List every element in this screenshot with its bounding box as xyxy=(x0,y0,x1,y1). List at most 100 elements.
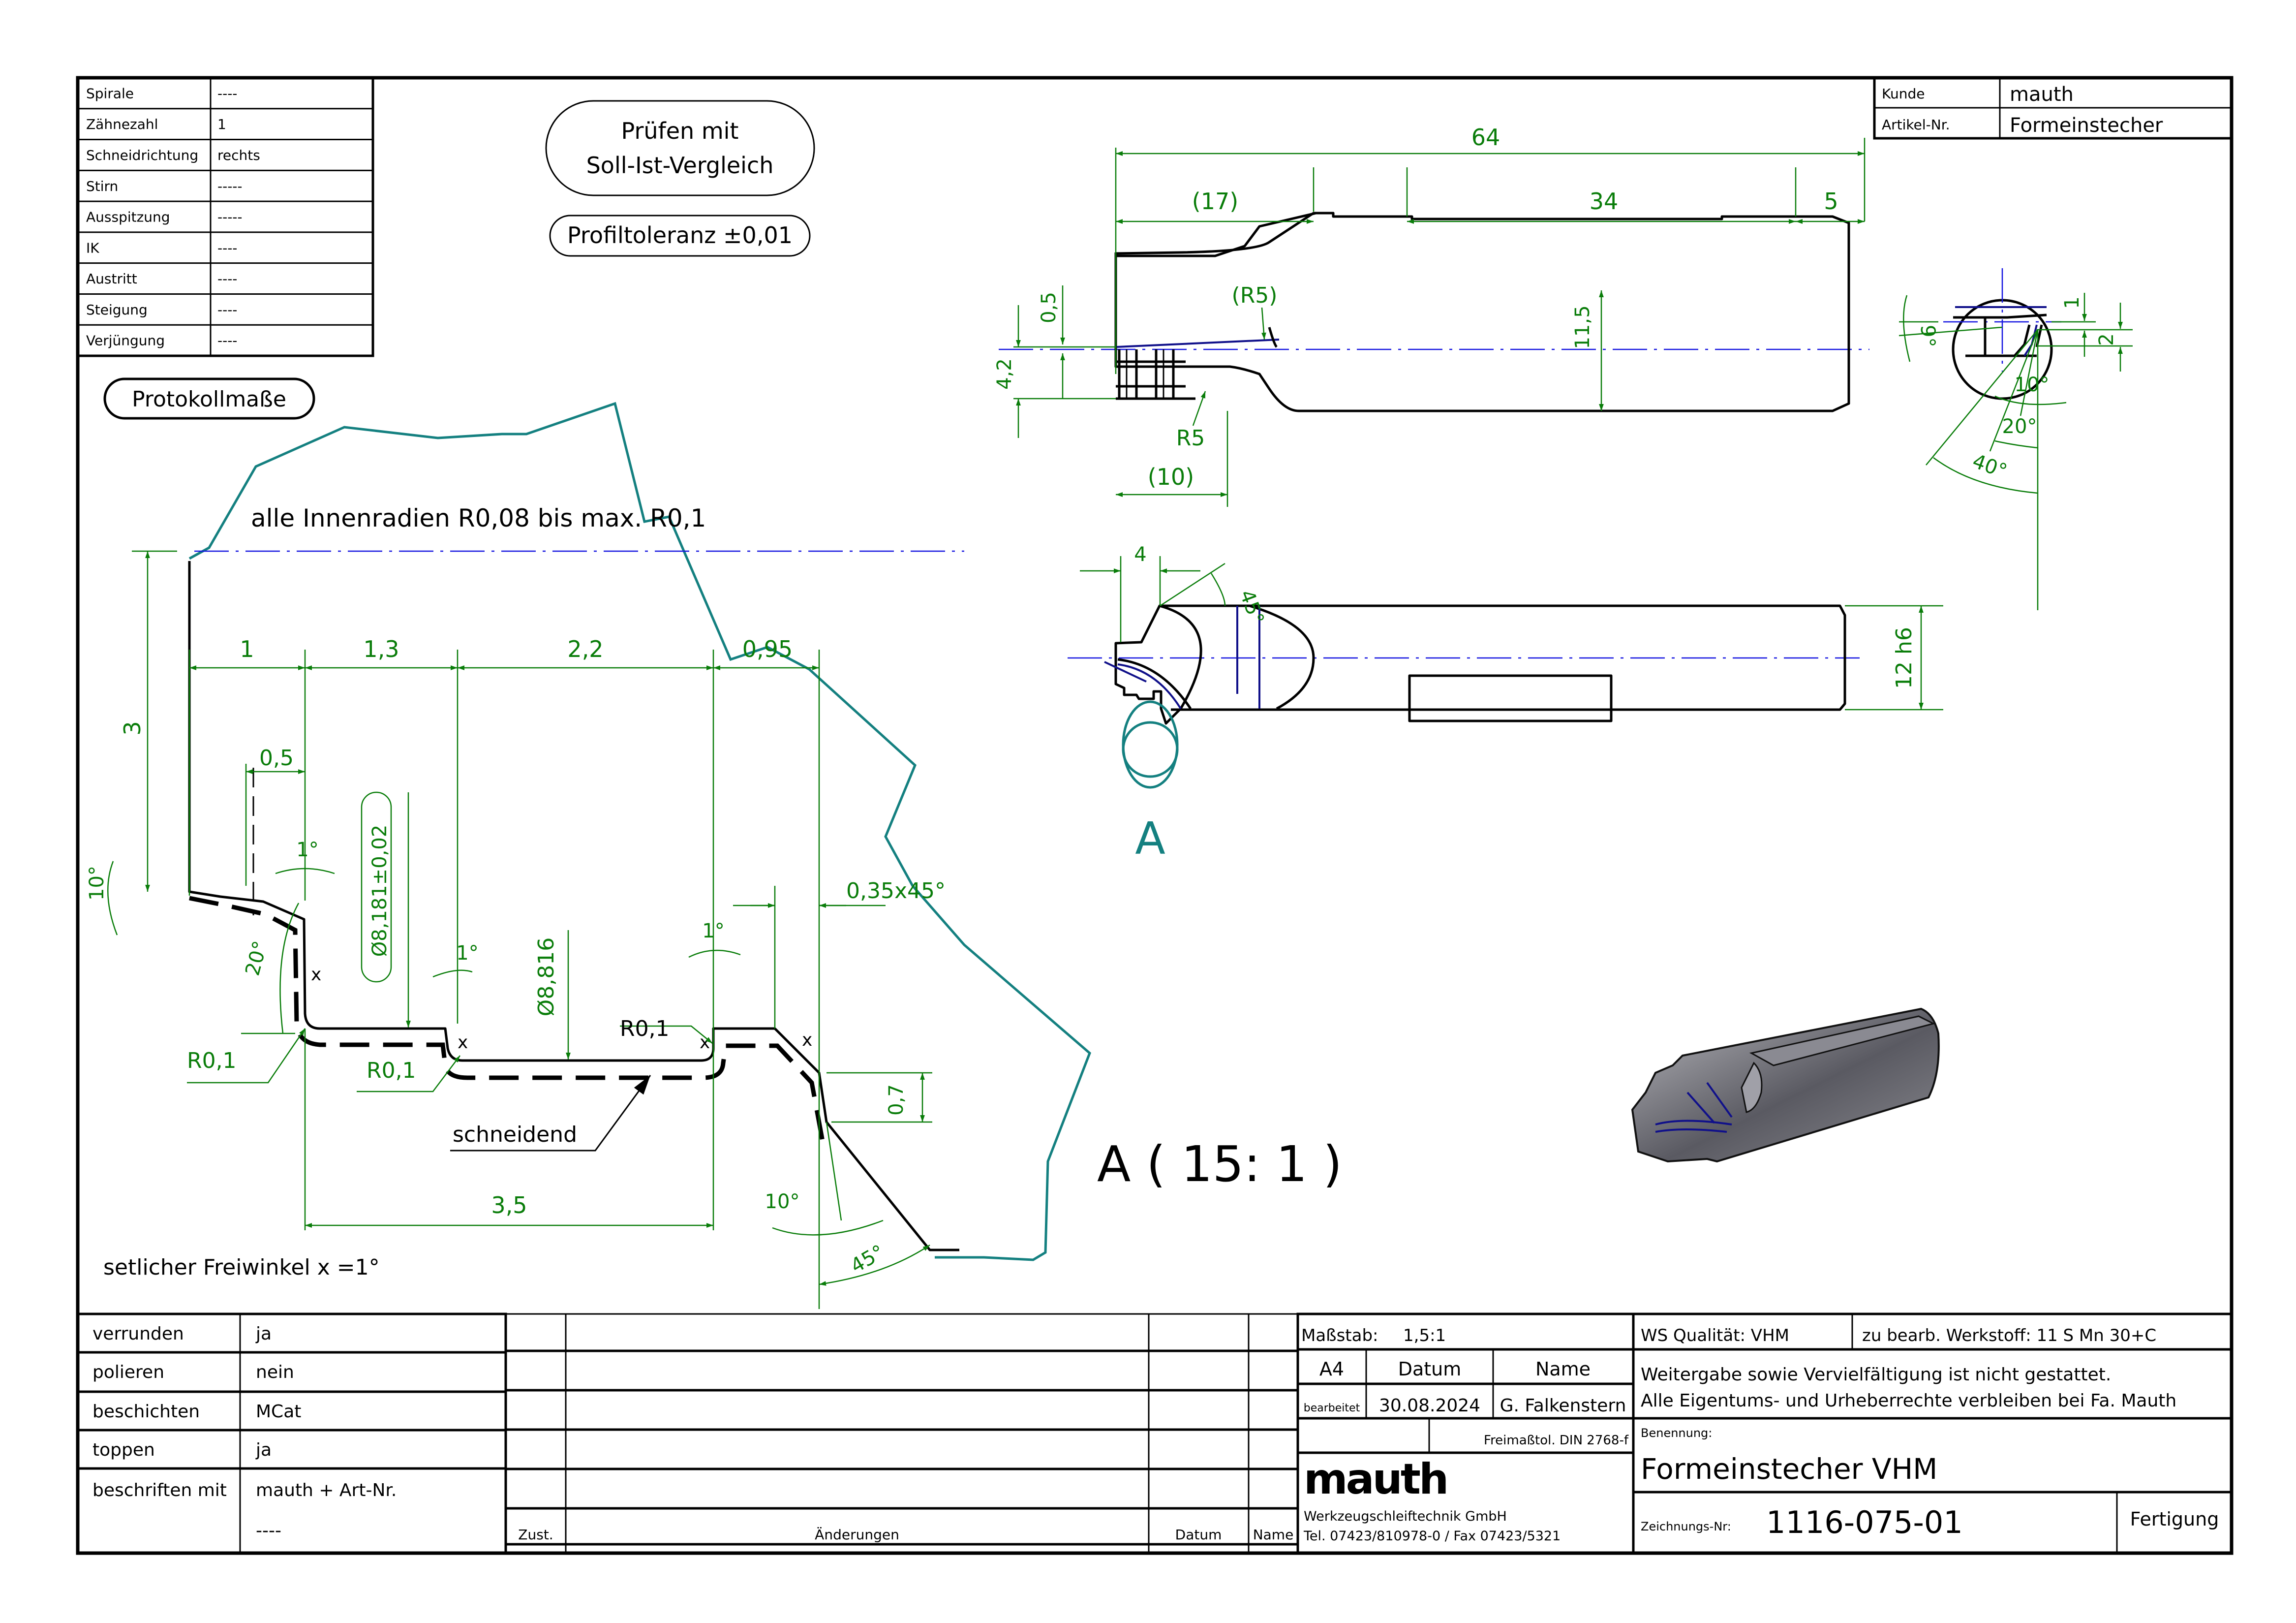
drawing-no-value: 1116-075-01 xyxy=(1766,1504,1963,1540)
dim-11-5: 11,5 xyxy=(1571,305,1594,349)
detail-scale-label: A ( 15: 1 ) xyxy=(1097,1135,1342,1193)
svg-text:Profiltoleranz ±0,01: Profiltoleranz ±0,01 xyxy=(567,222,793,249)
scale-label: Maßstab: xyxy=(1301,1326,1378,1345)
clearance-mark: x xyxy=(458,1032,468,1053)
dim-64: 64 xyxy=(1471,124,1500,151)
chamfer-dim: 0,35x45° xyxy=(846,878,946,904)
spec-label: Schneidrichtung xyxy=(86,147,198,163)
angle-1-a: 1° xyxy=(296,839,318,861)
spec-row: IK---- xyxy=(86,240,237,256)
date-value: 30.08.2024 xyxy=(1379,1396,1480,1416)
top-view: A 4 45° 12 h6 xyxy=(1068,543,1943,865)
artikel-value: Formeinstecher xyxy=(2010,114,2163,137)
side-view: 64 (17) 34 5 0,5 4,2 (R5) R5 11,5 (10) xyxy=(993,124,1869,507)
scale-value: 1,5:1 xyxy=(1403,1326,1446,1345)
customer-block: Kunde mauth Artikel-Nr. Formeinstecher xyxy=(1873,76,2233,140)
dim-0-5: 0,5 xyxy=(259,746,294,771)
spec-row: Stirn ----- xyxy=(86,178,243,194)
spec-value: ----- xyxy=(217,209,243,225)
copyright-line2: Alle Eigentums- und Urheberrechte verble… xyxy=(1641,1391,2176,1411)
dim-4-2: 4,2 xyxy=(993,358,1016,390)
dim-1: 1 xyxy=(240,636,254,662)
dim-1-end: 1 xyxy=(2061,296,2083,309)
tolerance-standard: Freimaßtol. DIN 2768-f xyxy=(1484,1433,1629,1448)
finishing-value: mauth + Art-Nr. xyxy=(256,1480,397,1500)
dim-12-h6: 12 h6 xyxy=(1892,627,1917,689)
material: zu bearb. Werkstoff: 11 S Mn 30+C xyxy=(1862,1326,2156,1345)
spec-row: Spirale---- xyxy=(86,85,237,101)
spec-value: rechts xyxy=(217,147,260,163)
edited-label: bearbeitet xyxy=(1304,1402,1360,1414)
angle-1-b: 1° xyxy=(456,942,478,965)
spec-label: Stirn xyxy=(86,178,118,194)
dim-0-7: 0,7 xyxy=(885,1084,908,1116)
angle-9: 9° xyxy=(1916,325,1939,347)
finishing-row: toppen ja xyxy=(92,1440,272,1460)
teeth-grid xyxy=(1116,349,1186,399)
cutting-note: schneidend xyxy=(453,1122,577,1147)
rev-header-changes: Änderungen xyxy=(815,1527,899,1543)
spec-label: Verjüngung xyxy=(86,333,165,349)
spec-value: ---- xyxy=(217,240,237,256)
spec-row: Schneidrichtung rechts xyxy=(86,147,260,163)
date-header: Datum xyxy=(1398,1358,1462,1380)
finishing-extra-value: ---- xyxy=(256,1521,281,1541)
radius-r5-top: (R5) xyxy=(1232,283,1278,308)
spec-value: ---- xyxy=(217,271,237,287)
rev-header-zust: Zust. xyxy=(518,1527,553,1543)
finishing-label: toppen xyxy=(92,1440,155,1460)
artikel-label: Artikel-Nr. xyxy=(1882,117,1950,133)
company-name: Werkzeugschleiftechnik GmbH xyxy=(1304,1509,1507,1524)
spec-value: ----- xyxy=(217,178,243,194)
finishing-label: verrunden xyxy=(92,1324,184,1344)
dim-dia-8-181: Ø8,181±0,02 xyxy=(368,825,391,957)
company-contact: Tel. 07423/810978-0 / Fax 07423/5321 xyxy=(1303,1529,1561,1544)
finishing-value: ja xyxy=(255,1440,272,1460)
spec-value: 1 xyxy=(217,116,226,132)
end-view: 9° 1 2 10° 20° 40° xyxy=(1898,268,2133,610)
radius-r0-1-a: R0,1 xyxy=(187,1048,237,1073)
inner-radii-note: alle Innenradien R0,08 bis max. R0,1 xyxy=(251,504,706,532)
radius-r5-bottom: R5 xyxy=(1176,426,1205,451)
dim-4: 4 xyxy=(1134,543,1146,566)
spec-label: Steigung xyxy=(86,302,148,318)
rev-header-name: Name xyxy=(1253,1527,1294,1543)
spec-label: Ausspitzung xyxy=(86,209,170,225)
name-header: Name xyxy=(1535,1358,1591,1380)
spec-value: ---- xyxy=(217,85,237,101)
spec-label: Austritt xyxy=(86,271,137,287)
check-note-line2: Soll-Ist-Vergleich xyxy=(586,152,774,179)
dim-3-5: 3,5 xyxy=(491,1192,527,1218)
dim-5: 5 xyxy=(1824,188,1838,215)
company-logo: mauth xyxy=(1304,1455,1447,1504)
angle-20-end: 20° xyxy=(2002,415,2037,438)
kunde-value: mauth xyxy=(2010,83,2074,106)
dim-17: (17) xyxy=(1192,188,1238,215)
protocol-note: Protokollmaße xyxy=(103,377,315,420)
angle-20: 20° xyxy=(241,938,272,978)
check-note: Prüfen mit Soll-Ist-Vergleich xyxy=(545,100,815,196)
detail-view-a: x x x x 1 1,3 2,2 0,95 0,5 3 10° 20° xyxy=(86,402,1091,1309)
paper-format: A4 xyxy=(1319,1358,1344,1380)
isometric-render xyxy=(1631,1007,1940,1163)
spec-row: Steigung ---- xyxy=(86,302,237,318)
cutting-profile xyxy=(189,896,827,1150)
spec-value: ---- xyxy=(217,302,237,318)
dim-10: (10) xyxy=(1148,464,1194,490)
spec-row: Ausspitzung ----- xyxy=(86,209,243,225)
spec-value: ---- xyxy=(217,333,237,349)
svg-text:Protokollmaße: Protokollmaße xyxy=(132,387,286,412)
angle-40-end: 40° xyxy=(1969,450,2010,483)
finishing-label: polieren xyxy=(92,1362,164,1382)
designation-label: Benennung: xyxy=(1641,1426,1712,1440)
angle-10: 10° xyxy=(86,866,108,901)
clearance-mark: x xyxy=(802,1030,812,1050)
name-value: G. Falkenstern xyxy=(1500,1396,1626,1416)
